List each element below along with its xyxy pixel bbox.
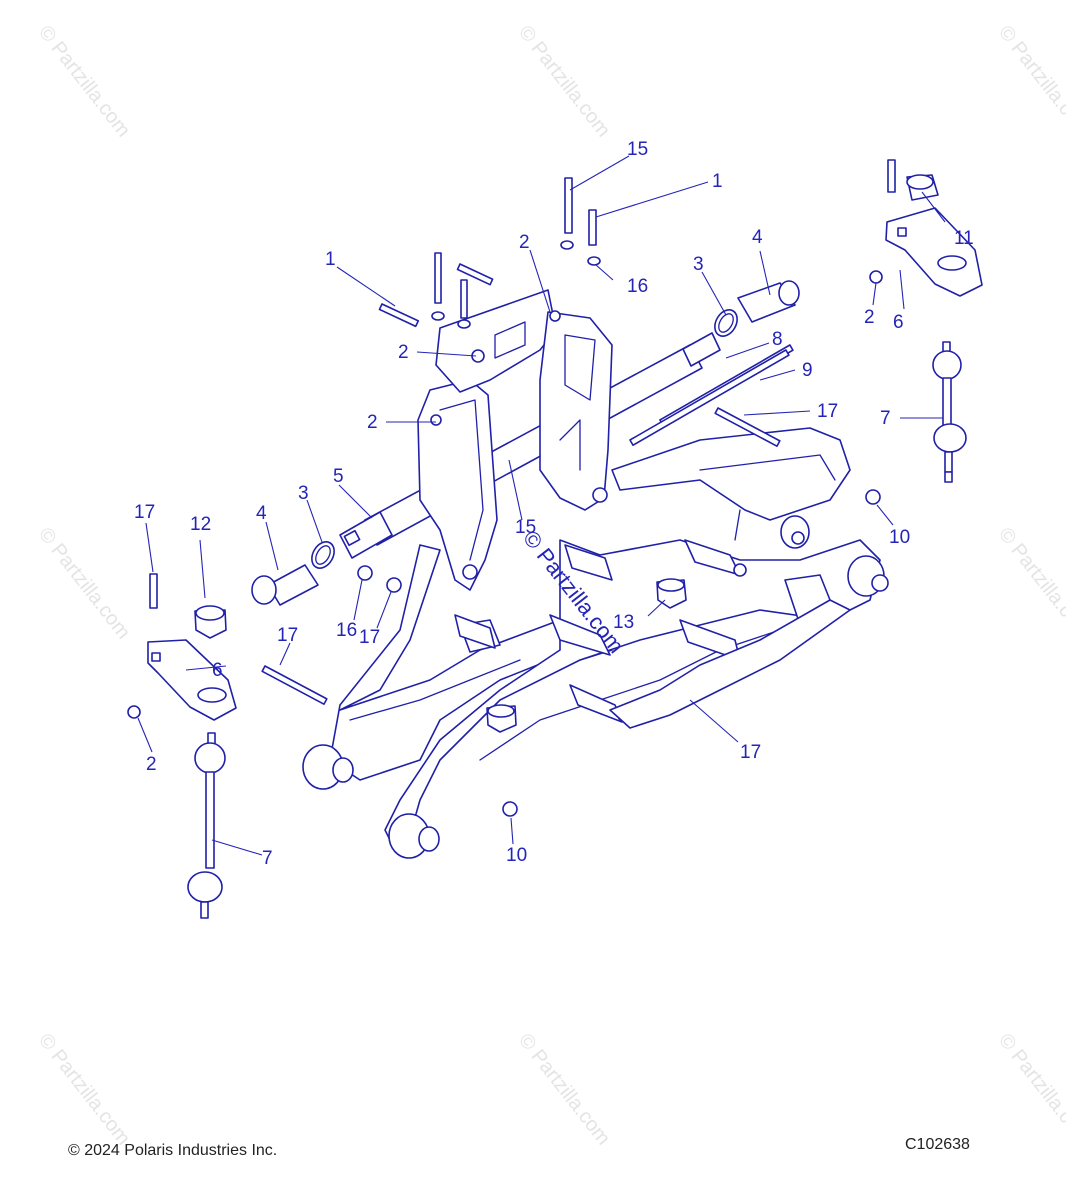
end-link-left — [187, 732, 226, 919]
callout-6: 6 — [893, 312, 904, 333]
bolts — [149, 159, 896, 705]
watermark: © Partzilla.com — [514, 1030, 614, 1150]
callout-5: 5 — [333, 466, 344, 487]
watermark: © Partzilla.com — [34, 1030, 134, 1150]
callout-3: 3 — [298, 483, 309, 504]
upper-right-a-arm — [611, 427, 851, 541]
callout-9: 10 — [506, 845, 527, 866]
watermark: © Partzilla.com — [514, 22, 614, 142]
watermark: © Partzilla.com — [994, 1030, 1066, 1150]
callout-2: 2 — [146, 754, 157, 775]
bracket-right — [885, 207, 983, 297]
callout-10: 12 — [190, 514, 211, 535]
watermark: © Partzilla.com — [994, 524, 1066, 644]
right-bracket — [539, 311, 613, 511]
callout-10: 13 — [613, 612, 634, 633]
callout-8: 9 — [802, 360, 813, 381]
callout-6: 6 — [212, 660, 223, 681]
bushings — [302, 515, 889, 859]
bracket-left — [147, 639, 237, 721]
washer-3-left — [311, 541, 335, 569]
leader-lines — [137, 155, 946, 856]
callout-3: 3 — [693, 254, 704, 275]
callout-2: 2 — [864, 307, 875, 328]
diagram-code: C102638 — [905, 1136, 970, 1153]
upper-plate — [435, 289, 557, 393]
small-nuts — [127, 240, 883, 817]
cup-nut-left — [194, 605, 227, 639]
callout-4: 4 — [256, 503, 267, 524]
callout-17: 17 — [817, 401, 838, 422]
callout-17: 17 — [277, 625, 298, 646]
watermark: © Partzilla.com — [994, 22, 1066, 142]
callout-7: 7 — [262, 848, 273, 869]
washer-3-right — [714, 309, 738, 337]
copyright-text: © 2024 Polaris Industries Inc. — [68, 1142, 278, 1159]
bushing-4-left — [251, 564, 319, 606]
callout-16: 17 — [740, 742, 761, 763]
link-rod — [609, 599, 851, 729]
left-bracket — [417, 379, 498, 591]
callout-labels: 15 1 16 1 2 2 2 3 4 8 9 17 5 15 3 4 17 1… — [134, 139, 974, 869]
callout-13: 16 — [627, 276, 648, 297]
callout-1: 1 — [712, 171, 723, 192]
bushing-4-right — [737, 280, 800, 323]
callout-7: 7 — [880, 408, 891, 429]
end-link-right — [932, 341, 967, 483]
callout-4: 4 — [752, 227, 763, 248]
watermark: © Partzilla.com — [34, 22, 134, 142]
callout-14: 17 — [134, 502, 155, 523]
callout-1: 1 — [325, 249, 336, 270]
callout-10: 11 — [954, 228, 974, 249]
callout-15: 17 — [359, 627, 380, 648]
callout-2: 2 — [519, 232, 530, 253]
callout-11: 15 — [515, 517, 536, 538]
callout-12: 15 — [627, 139, 648, 160]
callout-9: 10 — [889, 527, 910, 548]
parts-artwork — [127, 159, 983, 919]
watermark: © Partzilla.com — [34, 524, 134, 644]
callout-8: 8 — [772, 329, 783, 350]
callout-15: 16 — [336, 620, 357, 641]
callout-2: 2 — [367, 412, 378, 433]
callout-2: 2 — [398, 342, 409, 363]
cup-nut-right — [906, 174, 939, 201]
